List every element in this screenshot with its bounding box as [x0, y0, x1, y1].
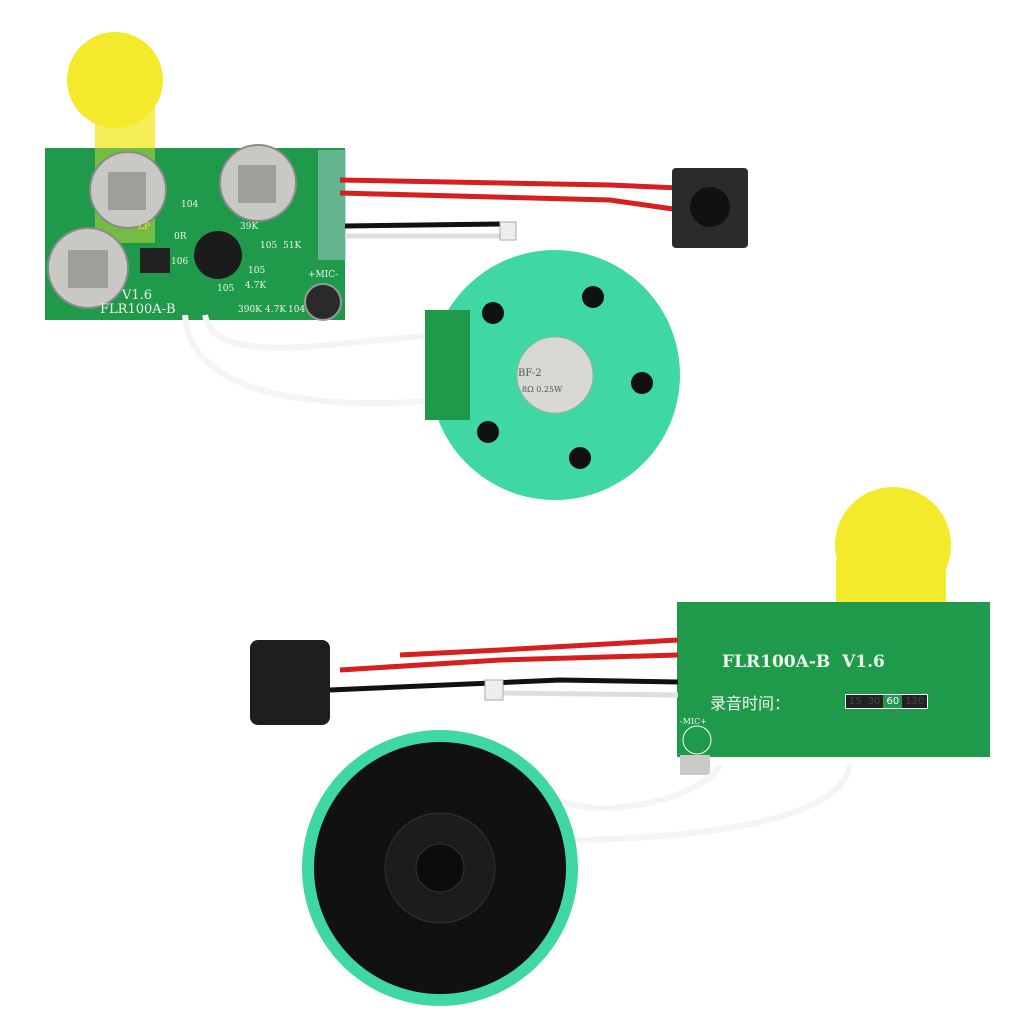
battery-holder-2 — [219, 144, 297, 222]
speaker-top — [425, 250, 680, 500]
push-button-bottom — [250, 640, 330, 725]
speaker-rating: 8Ω 0.25W — [522, 385, 563, 394]
speaker-bottom — [302, 730, 578, 1006]
time-option: 120 — [902, 695, 928, 708]
component-label: 51K — [283, 241, 302, 251]
component-label: 105 — [248, 266, 266, 276]
board-version-top: V1.6 — [122, 288, 153, 303]
battery-holder-3 — [47, 227, 129, 309]
time-option-selected: 60 — [886, 696, 900, 707]
ic-chip — [140, 248, 170, 273]
board-model-top: FLR100A-B — [100, 302, 176, 317]
component-label: 105 — [217, 284, 235, 294]
record-time-options: 15 30 60 120 — [845, 694, 929, 709]
component-label: 0R — [174, 232, 187, 242]
time-option: 15 — [846, 695, 865, 708]
time-option: 30 — [864, 695, 884, 708]
component-label: 105 — [260, 241, 278, 251]
component-label: 106 — [171, 257, 189, 267]
component-label: 104 — [288, 305, 306, 315]
record-time-label: 录音时间： — [710, 694, 791, 713]
epoxy-blob — [194, 231, 242, 279]
bottom-pcb — [677, 602, 990, 757]
component-label: 104 — [181, 200, 199, 210]
push-button-top — [672, 168, 748, 248]
component-label: 4.7K — [265, 305, 287, 315]
component-label: 390K — [238, 305, 262, 315]
board-title-bottom: FLR100A-B V1.6 — [722, 652, 885, 672]
mic-label-top: +MIC- — [308, 270, 339, 280]
component-label: 39K — [240, 222, 259, 232]
component-label: 4.7K — [245, 281, 267, 291]
speaker-model: BF-2 — [518, 368, 542, 379]
mic-label-bottom: -MIC+ — [680, 717, 707, 726]
microphone — [304, 283, 342, 321]
component-label: LP — [138, 222, 151, 232]
battery-holder-1 — [89, 151, 167, 229]
